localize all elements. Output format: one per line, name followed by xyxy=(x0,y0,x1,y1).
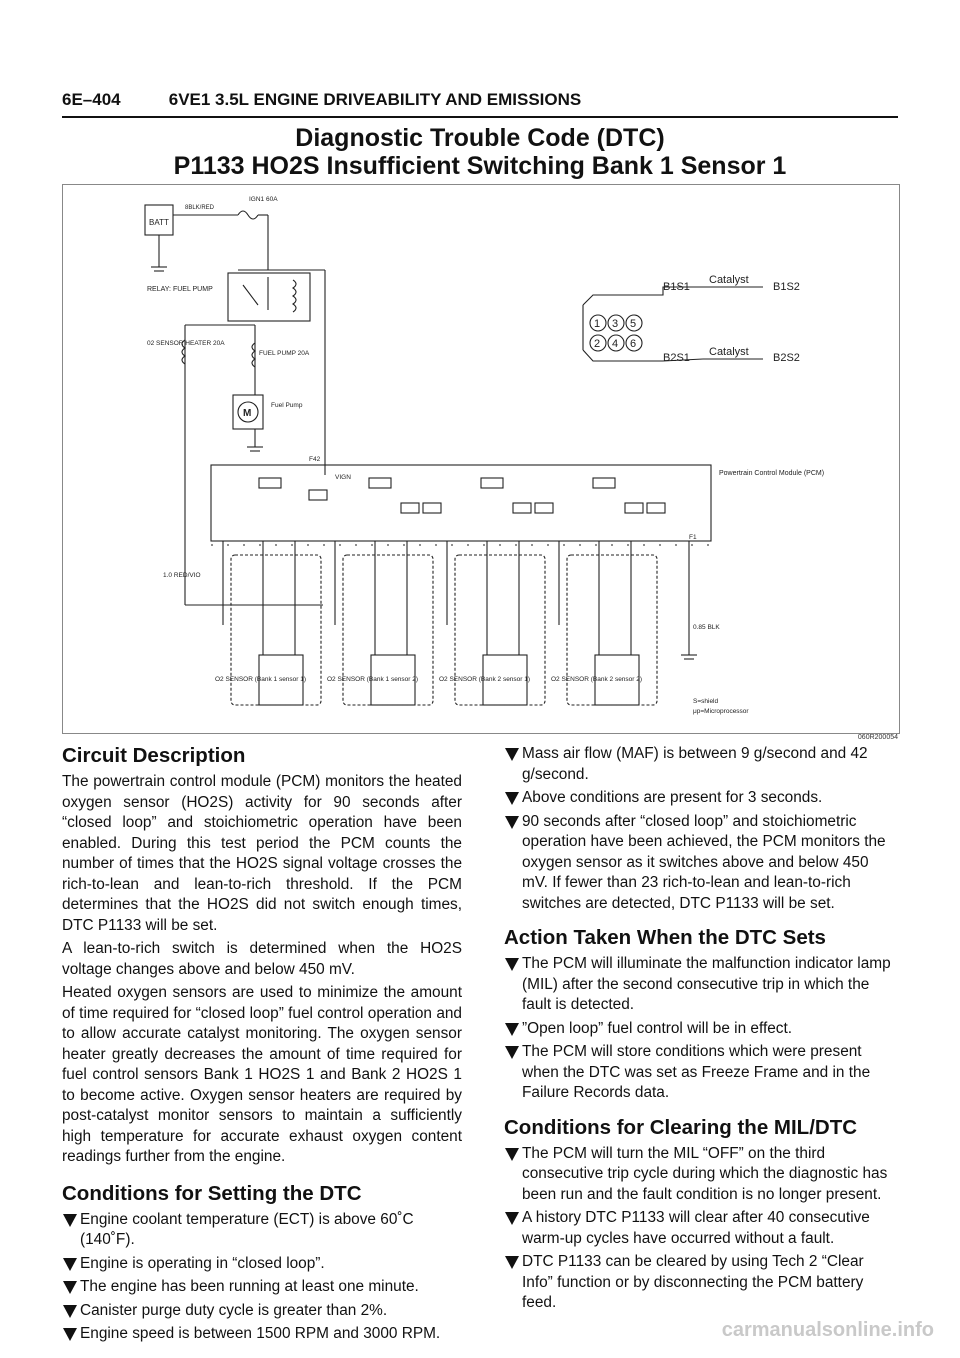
catalyst-label-bottom: Catalyst xyxy=(709,346,749,358)
list-item: The engine has been running at least one… xyxy=(62,1277,462,1298)
wiring-diagram-svg: BATT 8BLK/RED IGN1 60A RELAY: FUEL PUMP … xyxy=(144,196,824,715)
list-item: The PCM will store conditions which were… xyxy=(504,1042,898,1104)
circuit-paragraph: The powertrain control module (PCM) moni… xyxy=(62,773,462,934)
b2s1-label: B2S1 xyxy=(663,352,690,364)
circuit-paragraph: Heated oxygen sensors are used to minimi… xyxy=(62,984,462,1165)
list-item: A history DTC P1133 will clear after 40 … xyxy=(504,1208,898,1249)
clearing-conditions-heading: Conditions for Clearing the MIL/DTC xyxy=(504,1115,858,1139)
sensor-label-b1s2: O2 SENSOR (Bank 1 sensor 2) xyxy=(327,676,418,683)
catalyst-label-top: Catalyst xyxy=(709,274,749,286)
pcm-label: Powertrain Control Module (PCM) xyxy=(719,470,824,477)
list-item: The PCM will illuminate the malfunction … xyxy=(504,954,898,1016)
list-item: DTC P1133 can be cleared by using Tech 2… xyxy=(504,1252,898,1314)
ground-wire-label: 0.85 BLK xyxy=(693,624,720,631)
legend-shield: S=shield xyxy=(693,698,718,705)
list-item: Engine coolant temperature (ECT) is abov… xyxy=(62,1210,462,1251)
legend-microprocessor: μp=Microprocessor xyxy=(693,708,749,715)
sensor-label-b1s1: O2 SENSOR (Bank 1 sensor 1) xyxy=(215,676,306,683)
svg-text:M: M xyxy=(243,408,251,419)
cyl-3: 3 xyxy=(612,318,618,330)
list-item: Above conditions are present for 3 secon… xyxy=(504,788,898,809)
list-item: Engine speed is between 1500 RPM and 300… xyxy=(62,1324,462,1345)
action-taken-heading: Action Taken When the DTC Sets xyxy=(504,926,826,949)
o2-heater-fuse-label: 02 SENSOR HEATER 20A xyxy=(147,340,225,347)
list-item: 90 seconds after “closed loop” and stoic… xyxy=(504,812,898,915)
setting-conditions-heading: Conditions for Setting the DTC xyxy=(62,1181,362,1205)
list-item: Canister purge duty cycle is greater tha… xyxy=(62,1301,462,1322)
relay-label: RELAY: FUEL PUMP xyxy=(147,286,213,293)
header-rule xyxy=(62,116,898,118)
f1-label: F1 xyxy=(689,534,697,541)
cyl-1: 1 xyxy=(594,318,600,330)
cyl-4: 4 xyxy=(612,338,618,350)
batt-wire-label: 8BLK/RED xyxy=(185,205,215,211)
circuit-paragraph: A lean-to-rich switch is determined when… xyxy=(62,940,462,978)
left-column: Circuit Description The powertrain contr… xyxy=(62,744,462,1357)
batt-label: BATT xyxy=(149,218,169,227)
list-item: The PCM will turn the MIL “OFF” on the t… xyxy=(504,1144,898,1206)
section-title: 6VE1 3.5L ENGINE DRIVEABILITY AND EMISSI… xyxy=(168,90,582,109)
page-subtitle: P1133 HO2S Insufficient Switching Bank 1… xyxy=(173,152,787,180)
right-column: Mass air flow (MAF) is between 9 g/secon… xyxy=(504,744,898,1326)
watermark: carmanualsonline.info xyxy=(721,1319,934,1341)
pcm-box xyxy=(210,464,712,542)
page-header: 6E–404 6VE1 3.5L ENGINE DRIVEABILITY AND… xyxy=(62,90,581,110)
fuel-pump-label: Fuel Pump xyxy=(271,402,303,409)
action-taken-list: The PCM will illuminate the malfunction … xyxy=(504,954,898,1104)
sensor-label-b2s2: O2 SENSOR (Bank 2 sensor 2) xyxy=(551,676,642,683)
page-number: 6E–404 xyxy=(62,90,121,109)
b1s2-label: B1S2 xyxy=(773,281,800,293)
diagram-code: 060R200054 xyxy=(857,734,898,741)
vio-wire-label: 1.0 RED/VIO xyxy=(163,572,201,579)
cyl-5: 5 xyxy=(630,318,636,330)
sensor-label-b2s1: O2 SENSOR (Bank 2 sensor 1) xyxy=(439,676,530,683)
b2s2-label: B2S2 xyxy=(773,352,800,364)
list-item: ”Open loop” fuel control will be in effe… xyxy=(504,1019,898,1040)
cyl-6: 6 xyxy=(630,338,636,350)
setting-conditions-list-cont: Mass air flow (MAF) is between 9 g/secon… xyxy=(504,744,898,914)
page-title: Diagnostic Trouble Code (DTC) xyxy=(295,124,665,152)
f42-label: F42 xyxy=(309,456,321,463)
ign-fuse-label: IGN1 60A xyxy=(249,196,278,203)
setting-conditions-list: Engine coolant temperature (ECT) is abov… xyxy=(62,1210,462,1345)
wiring-diagram: BATT 8BLK/RED IGN1 60A RELAY: FUEL PUMP … xyxy=(62,184,900,734)
vign-label: VIGN xyxy=(335,474,351,481)
list-item: Engine is operating in “closed loop”. xyxy=(62,1254,462,1275)
cyl-2: 2 xyxy=(594,338,600,350)
list-item: Mass air flow (MAF) is between 9 g/secon… xyxy=(504,744,898,785)
fuel-pump-fuse-label: FUEL PUMP 20A xyxy=(259,350,310,357)
circuit-description-heading: Circuit Description xyxy=(62,744,246,767)
clearing-conditions-list: The PCM will turn the MIL “OFF” on the t… xyxy=(504,1144,898,1314)
